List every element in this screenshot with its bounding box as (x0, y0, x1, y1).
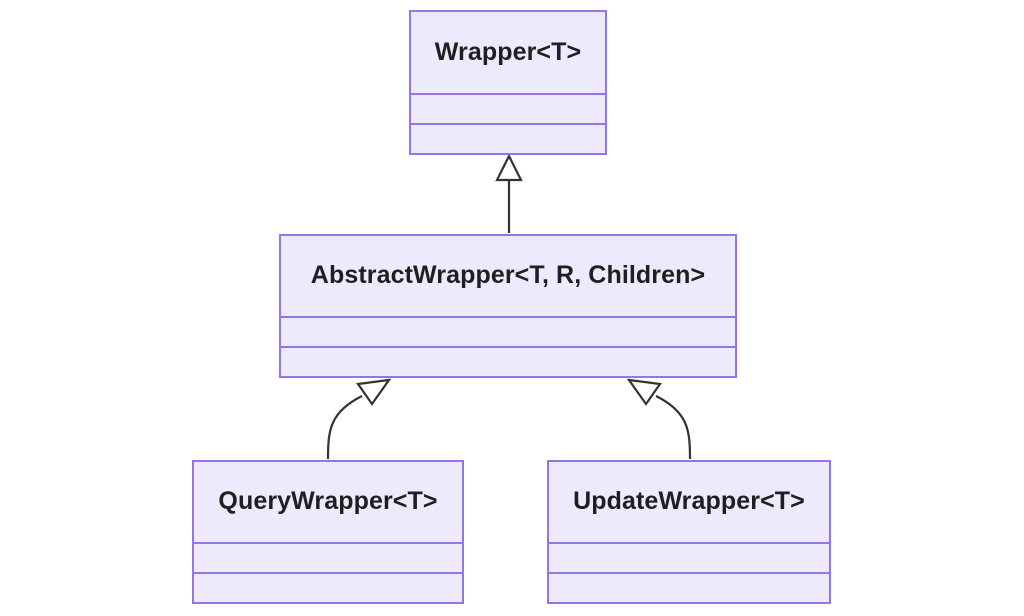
inheritance-arrowhead-icon (356, 378, 392, 406)
class-name-label: Wrapper<T> (434, 37, 582, 66)
class-attributes-compartment (411, 93, 605, 123)
inheritance-arrowhead-icon (495, 153, 523, 182)
class-title-row: Wrapper<T> (411, 12, 605, 93)
class-methods-compartment (194, 572, 462, 602)
class-methods-compartment (281, 346, 735, 376)
class-node-updatewrapper[interactable]: UpdateWrapper<T> (547, 460, 831, 604)
class-node-querywrapper[interactable]: QueryWrapper<T> (192, 460, 464, 604)
class-attributes-compartment (194, 542, 462, 572)
inheritance-arrowhead-icon (626, 378, 662, 406)
class-attributes-compartment (281, 316, 735, 346)
class-name-label: AbstractWrapper<T, R, Children> (310, 261, 706, 290)
class-name-label: UpdateWrapper<T> (573, 487, 805, 516)
edge-line (326, 395, 363, 460)
class-title-row: AbstractWrapper<T, R, Children> (281, 236, 735, 316)
edge-line (655, 395, 692, 460)
class-attributes-compartment (549, 542, 829, 572)
class-methods-compartment (549, 572, 829, 602)
class-name-label: QueryWrapper<T> (218, 487, 438, 516)
class-node-abstractwrapper[interactable]: AbstractWrapper<T, R, Children> (279, 234, 737, 378)
class-title-row: UpdateWrapper<T> (549, 462, 829, 542)
edge-updatewrapper-abstractwrapper (626, 378, 692, 460)
class-node-wrapper[interactable]: Wrapper<T> (409, 10, 607, 155)
edge-querywrapper-abstractwrapper (326, 378, 392, 460)
edge-abstractwrapper-wrapper (495, 153, 523, 233)
class-methods-compartment (411, 123, 605, 153)
class-title-row: QueryWrapper<T> (194, 462, 462, 542)
